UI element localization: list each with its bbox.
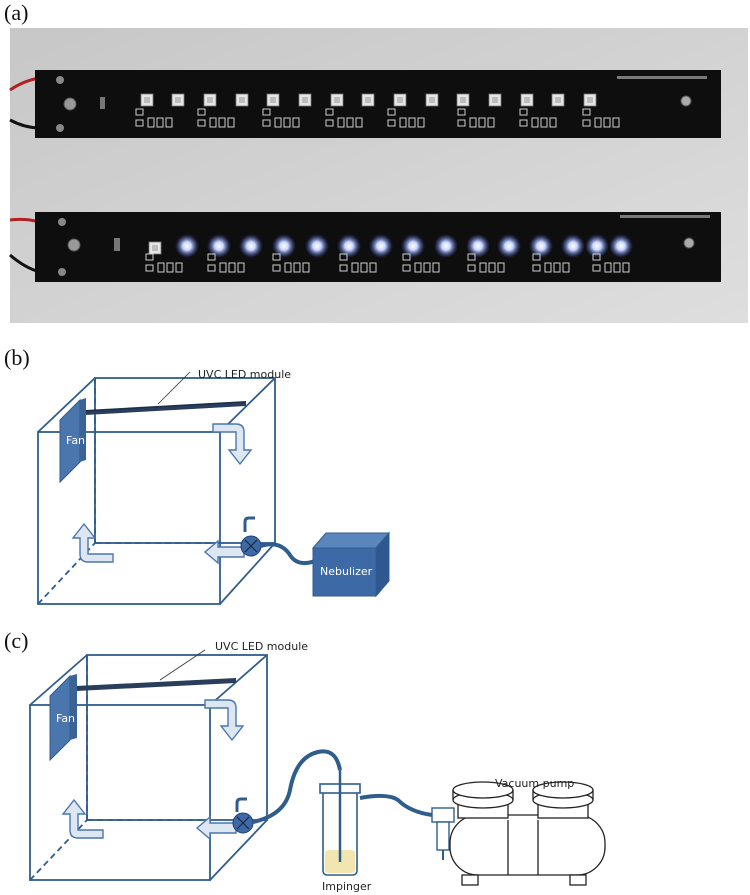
impinger (319, 770, 361, 876)
panel-label-c: (c) (4, 628, 29, 653)
airflow-arrow-down (212, 423, 253, 466)
tube-to-pump (359, 793, 433, 817)
fan-label-c: Fan (56, 712, 75, 725)
inlet-arrow-c (195, 815, 237, 841)
panel-label-a: (a) (4, 0, 29, 25)
panel-label-b: (b) (4, 345, 30, 370)
filter-assembly (431, 807, 455, 860)
module-label-c: UVC LED module (215, 640, 308, 653)
tube-to-impinger (252, 749, 342, 824)
module-label: UVC LED module (198, 368, 291, 381)
box-front (37, 431, 221, 605)
vacuum-pump (449, 781, 606, 886)
module-leader-line-c (159, 649, 206, 681)
diagram-panel-c: UVC LED module Fan Impinger (29, 640, 606, 893)
led-board-off (9, 70, 721, 138)
airflow-arrow-down-c (204, 699, 245, 742)
box-front-c (29, 704, 211, 881)
uvc-led-module-c (76, 678, 236, 691)
diagram-panel-b: UVC LED module Fan Nebulizer (37, 368, 391, 605)
led-board-on (9, 212, 721, 282)
airflow-arrow-up-c (61, 798, 104, 839)
impinger-label: Impinger (322, 880, 372, 893)
inlet-arrow (203, 539, 245, 565)
airflow-arrow-up (71, 522, 114, 563)
module-leader-line (157, 371, 191, 405)
tube (260, 542, 319, 566)
vacuum-pump-label: Vacuum pump (495, 777, 574, 790)
nebulizer-label: Nebulizer (320, 565, 373, 578)
photo-panel-a (9, 28, 748, 323)
fan-label: Fan (66, 434, 85, 447)
